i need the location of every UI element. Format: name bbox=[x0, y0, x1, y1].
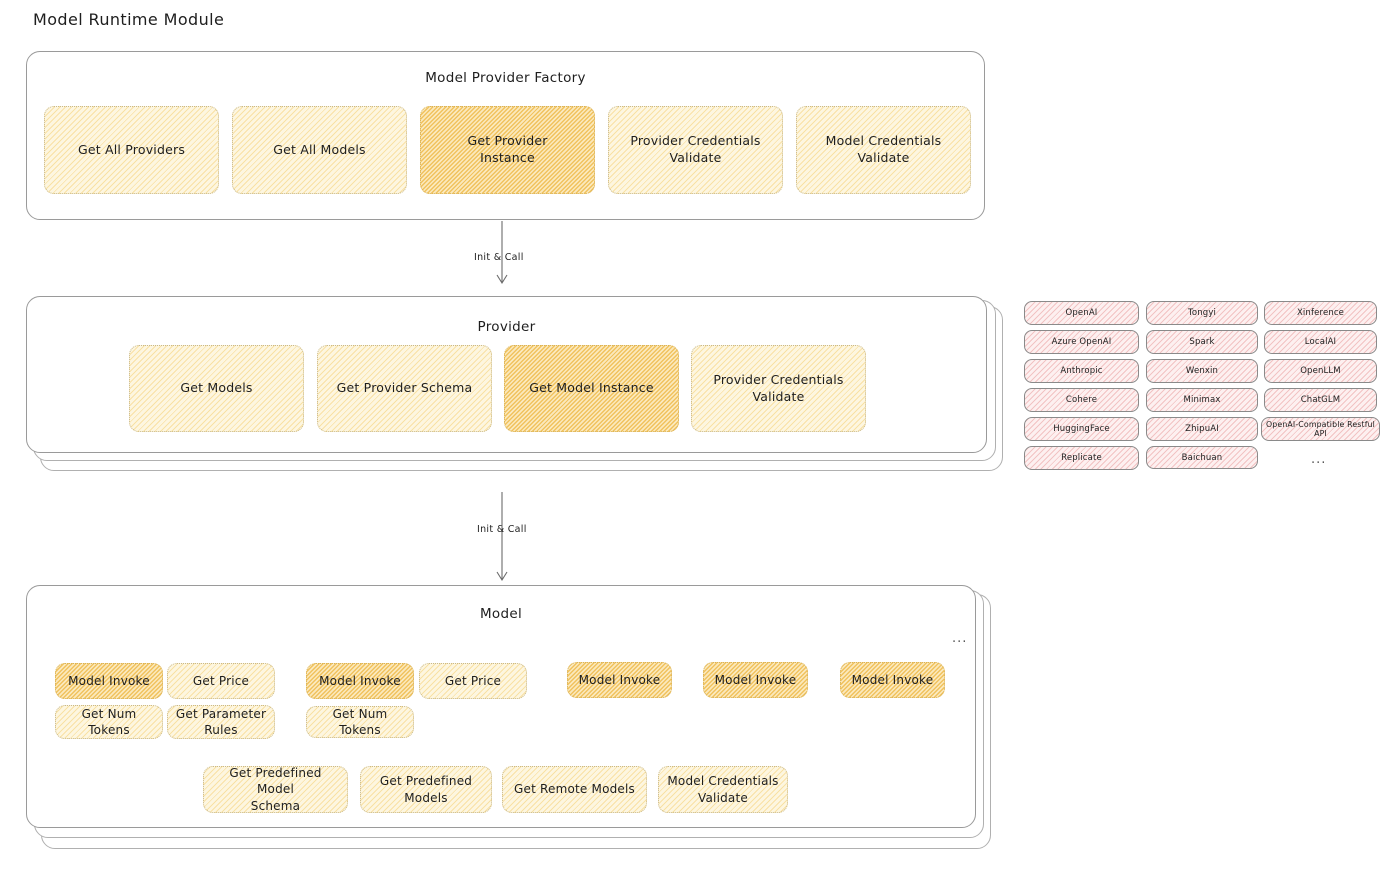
page-title: Model Runtime Module bbox=[33, 10, 225, 29]
model-tabs-ellipsis: ... bbox=[952, 631, 968, 646]
model-box-get-predefined-model-schema[interactable]: Get Predefined Model Schema bbox=[203, 766, 348, 813]
provider-chip-spark[interactable]: Spark bbox=[1146, 330, 1258, 354]
provider-chip-localai[interactable]: LocalAI bbox=[1264, 330, 1377, 354]
provider-chip-cohere[interactable]: Cohere bbox=[1024, 388, 1139, 412]
factory-box-model-credentials-validate[interactable]: Model Credentials Validate bbox=[796, 106, 971, 194]
provider-box-provider-credentials-validate[interactable]: Provider Credentials Validate bbox=[691, 345, 866, 432]
factory-box-get-all-models[interactable]: Get All Models bbox=[232, 106, 407, 194]
llm-box-get-price[interactable]: Get Price bbox=[167, 663, 275, 699]
factory-box-get-provider-instance[interactable]: Get Provider Instance bbox=[420, 106, 595, 194]
llm-box-model-invoke[interactable]: Model Invoke bbox=[55, 663, 163, 699]
provider-chip-baichuan[interactable]: Baichuan bbox=[1146, 446, 1258, 469]
provider-chip-huggingface[interactable]: HuggingFace bbox=[1024, 417, 1139, 441]
provider-chip-zhipuai[interactable]: ZhipuAI bbox=[1146, 417, 1258, 441]
text-embedding-box-get-price[interactable]: Get Price bbox=[419, 663, 527, 699]
provider-box-get-provider-schema[interactable]: Get Provider Schema bbox=[317, 345, 492, 432]
model-card: Model bbox=[26, 585, 976, 828]
model-box-get-predefined-models[interactable]: Get Predefined Models bbox=[360, 766, 492, 813]
provider-chip-minimax[interactable]: Minimax bbox=[1146, 388, 1258, 412]
provider-title: Provider bbox=[477, 319, 536, 335]
provider-chip-wenxin[interactable]: Wenxin bbox=[1146, 359, 1258, 383]
speech2text-box-model-invoke[interactable]: Model Invoke bbox=[567, 662, 672, 698]
rerank-box-model-invoke[interactable]: Model Invoke bbox=[840, 662, 945, 698]
provider-chip-tongyi[interactable]: Tongyi bbox=[1146, 301, 1258, 325]
model-box-get-remote-models[interactable]: Get Remote Models bbox=[502, 766, 647, 813]
model-provider-factory-title: Model Provider Factory bbox=[425, 70, 586, 86]
model-box-model-credentials-validate[interactable]: Model Credentials Validate bbox=[658, 766, 788, 813]
provider-chip-anthropic[interactable]: Anthropic bbox=[1024, 359, 1139, 383]
provider-chip-openai-compatible-restful-api[interactable]: OpenAI-Compatible Restful API bbox=[1261, 417, 1380, 441]
provider-chip-azure-openai[interactable]: Azure OpenAI bbox=[1024, 330, 1139, 354]
provider-chip-openai[interactable]: OpenAI bbox=[1024, 301, 1139, 325]
provider-list-ellipsis: ... bbox=[1311, 452, 1327, 467]
provider-box-get-models[interactable]: Get Models bbox=[129, 345, 304, 432]
arrow-label-init-call-2: Init & Call bbox=[477, 524, 527, 535]
factory-box-get-all-providers[interactable]: Get All Providers bbox=[44, 106, 219, 194]
model-title: Model bbox=[479, 606, 523, 622]
provider-chip-replicate[interactable]: Replicate bbox=[1024, 446, 1139, 470]
llm-box-get-parameter-rules[interactable]: Get Parameter Rules bbox=[167, 705, 275, 739]
provider-chip-openllm[interactable]: OpenLLM bbox=[1264, 359, 1377, 383]
text-embedding-box-get-num-tokens[interactable]: Get Num Tokens bbox=[306, 706, 414, 738]
provider-chip-chatglm[interactable]: ChatGLM bbox=[1264, 388, 1377, 412]
provider-box-get-model-instance[interactable]: Get Model Instance bbox=[504, 345, 679, 432]
factory-box-provider-credentials-validate[interactable]: Provider Credentials Validate bbox=[608, 106, 783, 194]
provider-chip-xinference[interactable]: Xinference bbox=[1264, 301, 1377, 325]
moderation-box-model-invoke[interactable]: Model Invoke bbox=[703, 662, 808, 698]
arrow-label-init-call-1: Init & Call bbox=[474, 252, 524, 263]
llm-box-get-num-tokens[interactable]: Get Num Tokens bbox=[55, 705, 163, 739]
text-embedding-box-model-invoke[interactable]: Model Invoke bbox=[306, 663, 414, 699]
